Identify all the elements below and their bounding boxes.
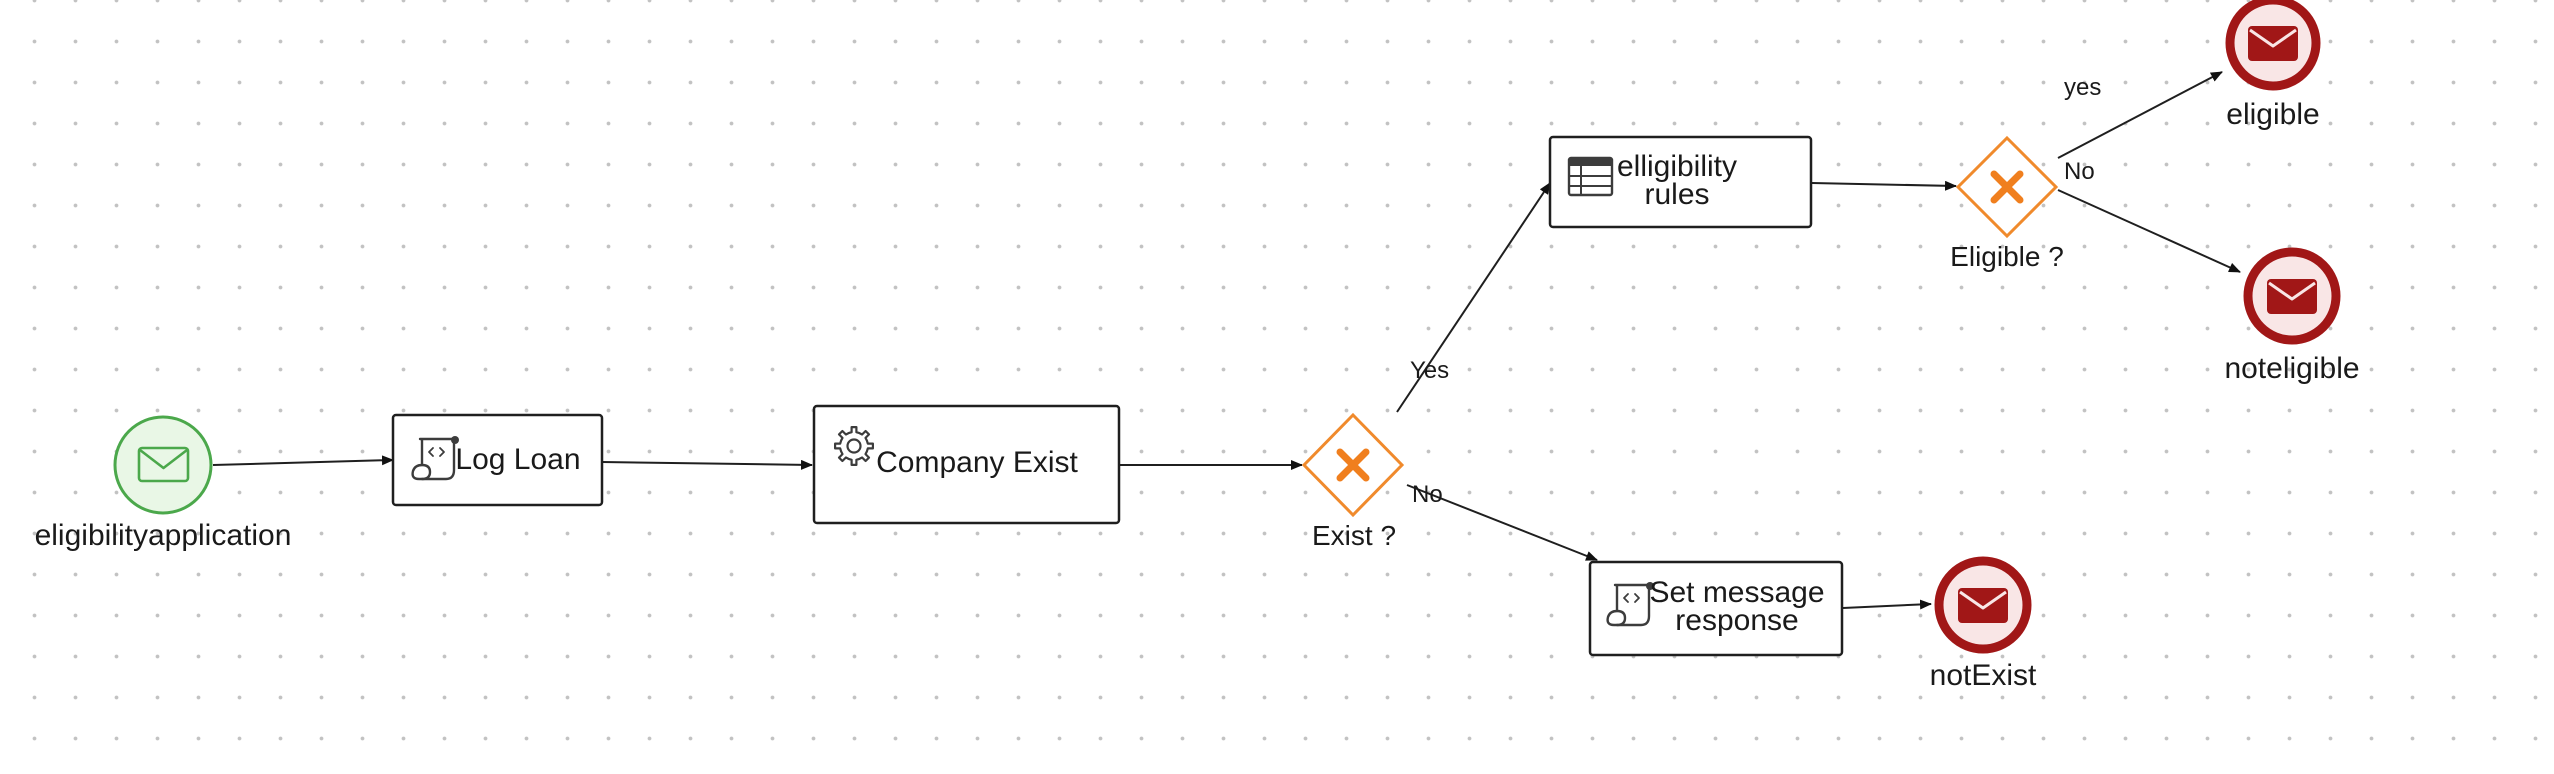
- gateway-exist[interactable]: [1301, 412, 1405, 518]
- task-set-message-response[interactable]: Set message response: [1588, 560, 1844, 657]
- gear-icon: [834, 426, 874, 466]
- flow-label-eligible-yes: yes: [2064, 74, 2101, 101]
- flow-label-exist-no: No: [1412, 481, 1443, 508]
- task-elligibility-rules[interactable]: elligibility rules: [1548, 135, 1813, 229]
- envelope-icon: [137, 446, 190, 483]
- start-event-circle: [113, 415, 213, 515]
- flow-gateway-exist-yes[interactable]: [1396, 182, 1551, 413]
- gateway-exist-label: Exist ?: [1312, 520, 1396, 551]
- envelope-icon: [1958, 588, 2008, 623]
- task-elligibility-rules-box: [1548, 135, 1813, 229]
- gear-icon-outline: [834, 426, 874, 466]
- task-company-exist-label: Company Exist: [876, 446, 1078, 479]
- task-elligibility-rules-label-line1: elligibility: [1617, 150, 1737, 183]
- flow-set-message-to-notexist[interactable]: [1842, 599, 1932, 610]
- x-icon: [1990, 170, 2024, 204]
- task-company-exist-box: [812, 404, 1121, 525]
- task-elligibility-rules-label-line2: rules: [1644, 178, 1709, 211]
- flow-log-loan-to-company-exist[interactable]: [601, 459, 813, 470]
- start-event-label: eligibilityapplication: [35, 519, 292, 552]
- flow-gateway-eligible-yes[interactable]: [2057, 71, 2223, 159]
- end-event-eligible-label: eligible: [2226, 98, 2319, 131]
- script-icon: [411, 436, 459, 481]
- gateway-eligible-label: Eligible ?: [1950, 241, 2064, 272]
- end-event-noteligible[interactable]: [2243, 247, 2341, 345]
- script-icon: [1606, 582, 1654, 627]
- gateway-eligible[interactable]: [1955, 135, 2059, 239]
- task-company-exist[interactable]: Company Exist: [812, 404, 1121, 525]
- flow-label-eligible-no: No: [2064, 158, 2095, 185]
- task-set-message-response-label-line1: Set message: [1649, 576, 1824, 609]
- envelope-icon: [2267, 279, 2317, 314]
- table-icon: [1567, 156, 1614, 197]
- end-event-notexist-label: notExist: [1930, 659, 2037, 692]
- task-log-loan-box: [391, 413, 604, 507]
- end-event-eligible[interactable]: [2225, 0, 2321, 91]
- envelope-icon: [2248, 26, 2298, 61]
- flow-gateway-exist-no[interactable]: [1406, 484, 1598, 561]
- flow-gateway-eligible-no[interactable]: [2057, 189, 2241, 273]
- task-log-loan[interactable]: Log Loan: [391, 413, 604, 507]
- task-log-loan-label: Log Loan: [455, 443, 580, 476]
- task-set-message-response-label-line2: response: [1675, 604, 1798, 637]
- end-event-notexist[interactable]: [1934, 556, 2032, 654]
- start-event[interactable]: [113, 415, 213, 515]
- x-icon: [1336, 448, 1370, 482]
- flow-start-to-log-loan[interactable]: [212, 455, 394, 466]
- flow-label-exist-yes: Yes: [1410, 357, 1449, 384]
- end-event-noteligible-label: noteligible: [2224, 352, 2359, 385]
- flow-rules-to-gateway[interactable]: [1811, 180, 1957, 191]
